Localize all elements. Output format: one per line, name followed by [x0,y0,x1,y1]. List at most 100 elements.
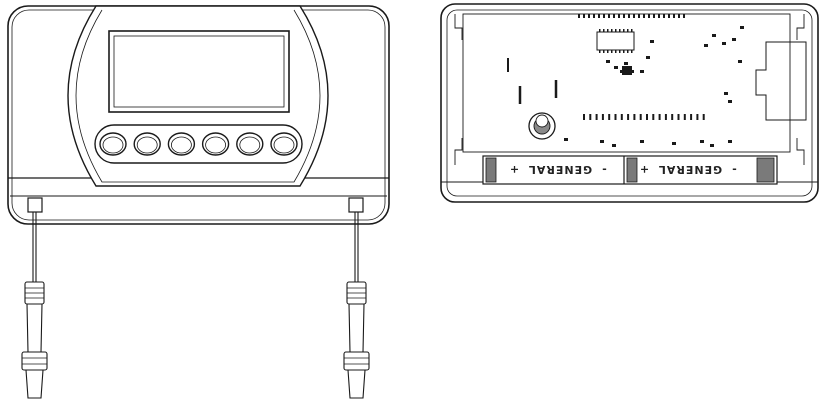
left-connector-body [26,303,43,353]
left-connector-collar [21,351,48,371]
top-header-pin [653,14,655,18]
smd-component [700,140,704,143]
battery-spring-left [485,157,497,183]
lcd-contact-pad [627,114,630,120]
top-header-pin [683,14,685,18]
smd-component [724,92,728,95]
ic-pin [607,50,609,53]
smd-component [732,38,736,41]
battery-label-left: - GENERAL + [509,163,607,176]
control-button-1[interactable] [99,132,127,156]
clip-bottom-right [796,138,805,165]
smd-component [612,144,616,147]
button-strip [94,124,303,164]
control-button-6[interactable] [270,132,298,156]
clip-top-left [454,14,463,40]
control-button-3-rim [170,136,192,154]
ic-pin [631,50,633,53]
control-button-3[interactable] [167,132,196,156]
lcd-contact-pad [677,114,680,120]
lcd-contact-pad [671,114,674,120]
smd-component [606,60,610,63]
control-button-2[interactable] [133,132,161,156]
battery-left-plus: + [509,163,519,176]
smd-component [704,44,708,47]
ic-pin [615,29,617,32]
smd-component [600,140,604,143]
right-foot [348,197,364,213]
smd-component [712,34,716,37]
back-housing-inner [446,9,813,197]
top-header-pin [593,14,595,18]
right-cable-assembly [343,212,370,399]
lcd-contact-pad [696,114,699,120]
ic-pin [603,50,605,53]
ic-pin [603,29,605,32]
lcd-contact-pad [690,114,693,120]
smd-component [614,66,618,69]
controller-back-view [440,3,819,203]
top-header-pin [578,14,580,18]
display-window-inner [113,35,285,108]
smd-component [728,140,732,143]
control-button-4[interactable] [201,132,230,156]
battery-left-brand: GENERAL [528,163,592,176]
smd-component [728,100,732,103]
ic-pin [627,29,629,32]
smd-component [624,62,628,65]
face-plate-inner [75,9,321,183]
terminal-block [755,41,807,121]
smd-component [646,56,650,59]
battery-spring-right [756,157,775,183]
ic-pin [599,50,601,53]
smd-component [650,40,654,43]
smd-component [640,140,644,143]
control-button-5-rim [239,136,261,154]
top-header-pin [608,14,610,18]
lcd-contact-pad [702,114,705,120]
top-header-pin [643,14,645,18]
top-header-pin [638,14,640,18]
clip-top-right [796,14,805,40]
control-button-4-rim [205,136,227,154]
lcd-contact-pad [601,114,604,120]
top-header-pin [633,14,635,18]
top-header-pin [673,14,675,18]
battery-spring-mid [626,157,638,183]
ic-pin [615,50,617,53]
control-button-6-rim [273,136,295,154]
battery-left-minus: - [601,163,607,176]
left-sensor-tip [25,369,44,399]
ic-pin [619,50,621,53]
ic-pin [619,29,621,32]
lcd-contact-pad [583,114,585,120]
control-button-5[interactable] [236,132,264,156]
lcd-contact-pad [683,114,686,120]
control-buttons [99,132,298,156]
left-foot [27,197,43,213]
clip-bottom-left [454,138,463,165]
smd-component [722,42,726,45]
top-header-pin [598,14,600,18]
control-button-1-rim [102,136,124,154]
lcd-contact-pad [614,114,617,120]
right-connector-collar [343,351,370,371]
control-button-2-rim [136,136,158,154]
smd-component [738,60,742,63]
transistor [622,66,632,75]
lcd-contact-pad [646,114,648,120]
lcd-contact-pad [608,114,611,120]
ic-pin [611,50,613,53]
buzzer-top [535,114,549,128]
lcd-contact-pad [664,114,667,120]
ic-pin [623,50,625,53]
lcd-contact-pad [620,114,623,120]
pcb-components [564,14,744,147]
top-header-pin [618,14,620,18]
lcd-contact-pad [658,114,661,120]
top-header-pin [588,14,590,18]
battery-right-minus: - [731,163,737,176]
top-header-pin [678,14,680,18]
right-sensor-tip [347,369,366,399]
